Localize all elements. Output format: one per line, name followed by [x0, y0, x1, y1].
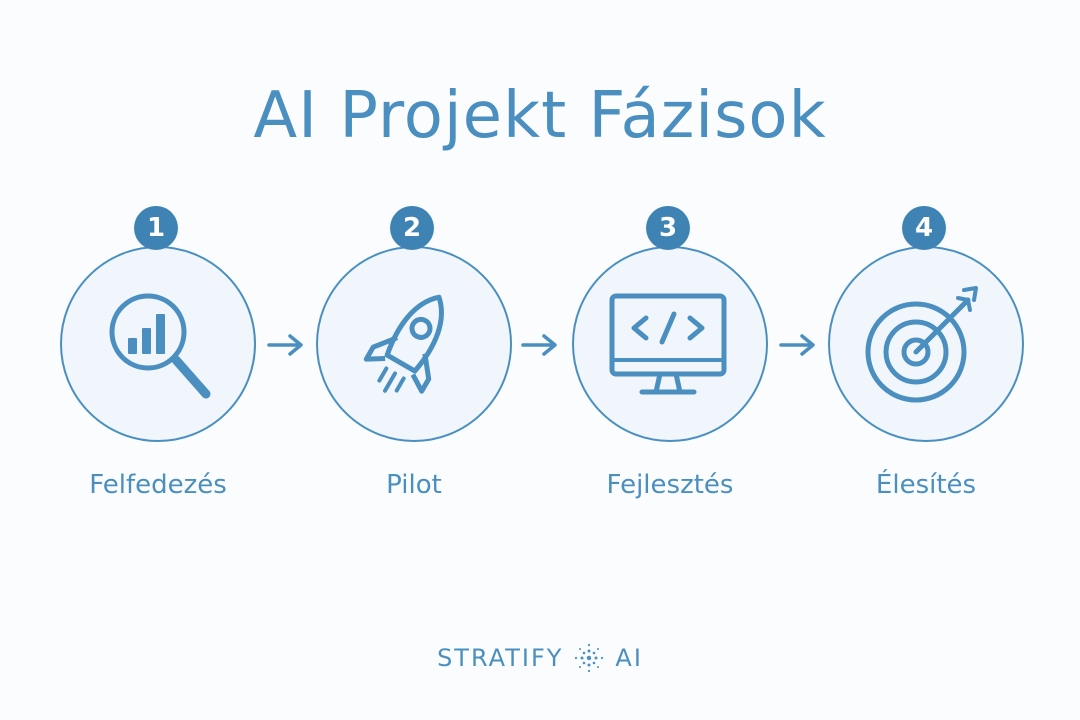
arrow-right-icon [267, 334, 303, 356]
step-number-badge: 1 [134, 206, 178, 250]
step-number-badge: 3 [646, 206, 690, 250]
phase-circle [572, 246, 768, 442]
phase-label: Felfedezés [89, 470, 227, 500]
brand-logo: STRATIFY AI [0, 640, 1080, 676]
phase-label: Pilot [386, 470, 442, 500]
phase-step-deployment: 4 Élesítés [826, 206, 1026, 506]
step-number-badge: 2 [390, 206, 434, 250]
arrow-right-icon [521, 334, 557, 356]
phase-label: Fejlesztés [606, 470, 734, 500]
code-monitor-icon [609, 293, 727, 395]
page-title: AI Projekt Fázisok [253, 79, 827, 153]
phase-label: Élesítés [875, 470, 977, 500]
magnifier-chart-icon [109, 293, 211, 399]
phase-step-development: 3 Fejlesztés [570, 206, 770, 506]
phase-circle [316, 246, 512, 442]
sparkle-dots-icon [575, 643, 604, 673]
arrow-right-icon [779, 334, 815, 356]
phase-step-discovery: 1 Felfedezés [58, 206, 258, 506]
phase-step-pilot: 2 Pilot [314, 206, 514, 506]
target-arrow-icon [865, 286, 978, 403]
brand-name: STRATIFY [437, 644, 564, 672]
step-number-badge: 4 [902, 206, 946, 250]
rocket-icon [363, 294, 444, 394]
brand-suffix: AI [615, 644, 643, 672]
